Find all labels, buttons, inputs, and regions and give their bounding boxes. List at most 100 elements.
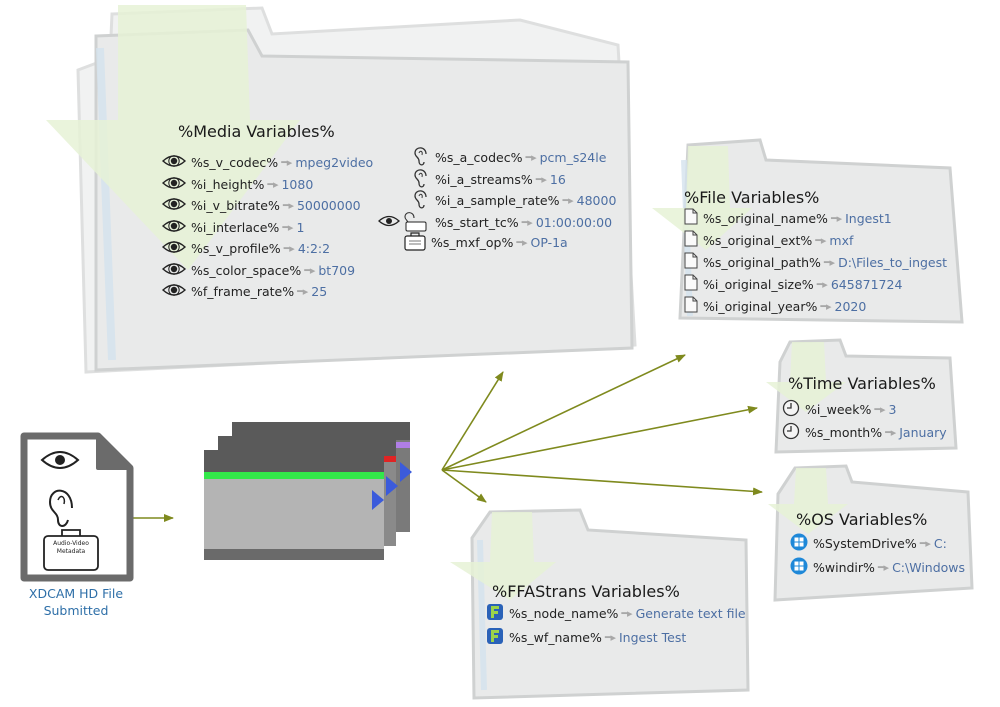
arrow-right-icon: ━▸	[874, 403, 885, 416]
variable-value: D:\Files_to_ingest	[838, 254, 948, 270]
variable-value: mpeg2video	[295, 155, 374, 170]
variable-value: Generate text file	[635, 606, 746, 621]
arrow-right-icon: ━▸	[604, 631, 616, 644]
variable-value: 3	[888, 402, 897, 417]
media-variable-row: %i_a_streams%━▸16	[412, 167, 566, 192]
eye-icon	[161, 176, 187, 193]
ffastrans-variable-row: %s_node_name%━▸Generate text file	[486, 603, 746, 624]
variable-name: %s_original_ext%	[703, 232, 813, 248]
variable-value: 16	[549, 171, 566, 187]
document-icon	[684, 252, 698, 272]
arrow-right-icon: ━▸	[816, 277, 828, 291]
arrow-right-icon: ━▸	[304, 263, 315, 277]
variable-name: %s_a_codec%	[435, 150, 523, 165]
arrow-right-icon: ━▸	[525, 151, 536, 164]
variable-name: %i_v_bitrate%	[191, 198, 280, 213]
time-variables-title: %Time Variables%	[788, 374, 936, 393]
flow-arrows	[133, 354, 763, 522]
os-variable-row: %SystemDrive%━▸C:	[790, 533, 947, 554]
variable-value: 645871724	[830, 276, 903, 292]
file-variable-row: %i_original_year%━▸2020	[684, 296, 866, 316]
arrow-right-icon: ━▸	[535, 172, 547, 186]
arrow-right-icon: ━▸	[621, 607, 632, 620]
variable-name: %windir%	[813, 560, 875, 575]
variable-name: %i_a_streams%	[435, 171, 533, 187]
stream-layers-illustration	[204, 422, 412, 560]
variable-value: 1080	[281, 176, 314, 192]
media-variable-row: %s_start_tc%━▸01:00:00:00	[378, 210, 612, 235]
metadata-case-icon	[404, 231, 426, 254]
arrow-right-icon: ━▸	[562, 194, 573, 207]
media-variable-row: %i_interlace%━▸1	[161, 219, 304, 236]
media-variable-row: %s_v_profile%━▸4:2:2	[161, 240, 331, 257]
variable-value: mxf	[829, 232, 854, 248]
arrow-right-icon: ━▸	[823, 255, 835, 269]
variable-name: %s_v_profile%	[191, 241, 281, 256]
variable-name: %s_wf_name%	[509, 630, 602, 645]
eye-icon	[161, 283, 187, 300]
variable-value: C:\Windows	[892, 560, 966, 575]
arrow-right-icon: ━▸	[885, 426, 896, 439]
variable-value: bt709	[318, 262, 356, 278]
variable-name: %i_original_size%	[703, 276, 814, 292]
file-variable-row: %s_original_ext%━▸mxf	[684, 230, 853, 250]
media-variables-title: %Media Variables%	[178, 122, 335, 141]
document-icon	[684, 274, 698, 294]
variable-value: OP-1a	[530, 235, 568, 250]
ear-icon	[412, 188, 430, 213]
eye-icon	[161, 219, 187, 236]
document-icon	[684, 230, 698, 250]
metadata-label: Audio-Video Metadata	[46, 540, 96, 556]
variable-value: 4:2:2	[297, 241, 331, 256]
variable-name: %i_original_year%	[703, 298, 818, 314]
media-variable-row: %i_a_sample_rate%━▸48000	[412, 188, 616, 213]
eye-icon	[161, 240, 187, 257]
file-variable-row: %s_original_path%━▸D:\Files_to_ingest	[684, 252, 947, 272]
ffastrans-variables-title: %FFAStrans Variables%	[492, 582, 680, 601]
variable-name: %s_node_name%	[509, 606, 619, 621]
windows-icon	[790, 533, 808, 554]
media-variable-row: %s_color_space%━▸bt709	[161, 262, 356, 279]
file-variable-row: %i_original_size%━▸645871724	[684, 274, 902, 294]
source-file-caption-line1: XDCAM HD File	[28, 586, 124, 601]
variable-name: %s_month%	[805, 425, 883, 440]
ffastrans-variable-row: %s_wf_name%━▸Ingest Test	[486, 627, 686, 648]
clock-icon	[782, 422, 800, 443]
variable-name: %i_week%	[805, 402, 872, 417]
document-icon	[684, 296, 698, 316]
metadata-label-line2: Metadata	[56, 548, 86, 555]
variable-value: Ingest Test	[619, 630, 687, 645]
metadata-label-line1: Audio-Video	[53, 540, 89, 547]
windows-icon	[790, 557, 808, 578]
arrow-right-icon: ━▸	[815, 233, 826, 247]
ear-icon	[412, 167, 430, 192]
variable-value: 2020	[834, 298, 867, 314]
variable-name: %s_start_tc%	[435, 214, 519, 230]
media-variable-row: %i_height%━▸1080	[161, 176, 314, 193]
media-variable-row: %s_mxf_op%━▸OP-1a	[404, 231, 568, 254]
media-variable-row: %s_a_codec%━▸pcm_s24le	[412, 145, 606, 170]
ffastrans-folder	[450, 508, 750, 700]
variable-value: C:	[933, 536, 947, 551]
variable-name: %SystemDrive%	[813, 536, 917, 551]
source-file-caption-line2: Submitted	[43, 603, 109, 618]
variable-name: %s_v_codec%	[191, 155, 279, 170]
variable-name: %i_height%	[191, 176, 265, 192]
variable-value: 01:00:00:00	[535, 214, 613, 230]
arrow-right-icon: ━▸	[282, 199, 294, 212]
variable-value: 25	[311, 284, 328, 299]
os-variable-row: %windir%━▸C:\Windows	[790, 557, 965, 578]
file-variables-title: %File Variables%	[684, 188, 820, 207]
arrow-right-icon: ━▸	[283, 242, 295, 255]
variable-name: %s_mxf_op%	[431, 235, 514, 250]
arrow-right-icon: ━▸	[267, 177, 278, 191]
variable-name: %f_frame_rate%	[191, 284, 295, 299]
os-folder	[768, 464, 974, 602]
eye-icon	[161, 262, 187, 279]
variable-name: %s_original_path%	[703, 254, 821, 270]
ear-icon	[412, 145, 430, 170]
ffastrans-logo-icon	[486, 603, 504, 624]
media-variable-row: %s_v_codec%━▸mpeg2video	[161, 154, 374, 171]
source-file-caption: XDCAM HD File Submitted	[10, 585, 142, 619]
